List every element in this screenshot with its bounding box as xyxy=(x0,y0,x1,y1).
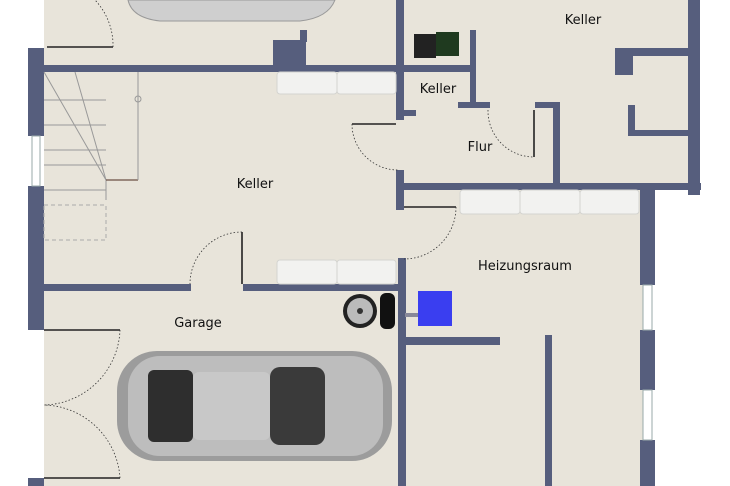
boiler-icon xyxy=(405,291,452,326)
door-icon xyxy=(43,0,535,479)
floor-top-right xyxy=(400,0,690,190)
stair-icon xyxy=(43,71,142,241)
room-label-keller-small: Keller xyxy=(420,82,457,97)
cabinet-icon xyxy=(276,71,640,285)
room-label-flur: Flur xyxy=(468,140,493,155)
car-icon xyxy=(117,0,392,461)
room-label-garage: Garage xyxy=(174,316,222,331)
room-label-heizungsraum: Heizungsraum xyxy=(478,259,572,274)
room-label-keller-main: Keller xyxy=(237,177,274,192)
tire-icon xyxy=(343,293,395,329)
wine-rack-icon xyxy=(414,32,459,58)
window-icon xyxy=(31,135,653,441)
walls xyxy=(28,0,701,486)
room-label-keller-top-right: Keller xyxy=(565,13,602,28)
